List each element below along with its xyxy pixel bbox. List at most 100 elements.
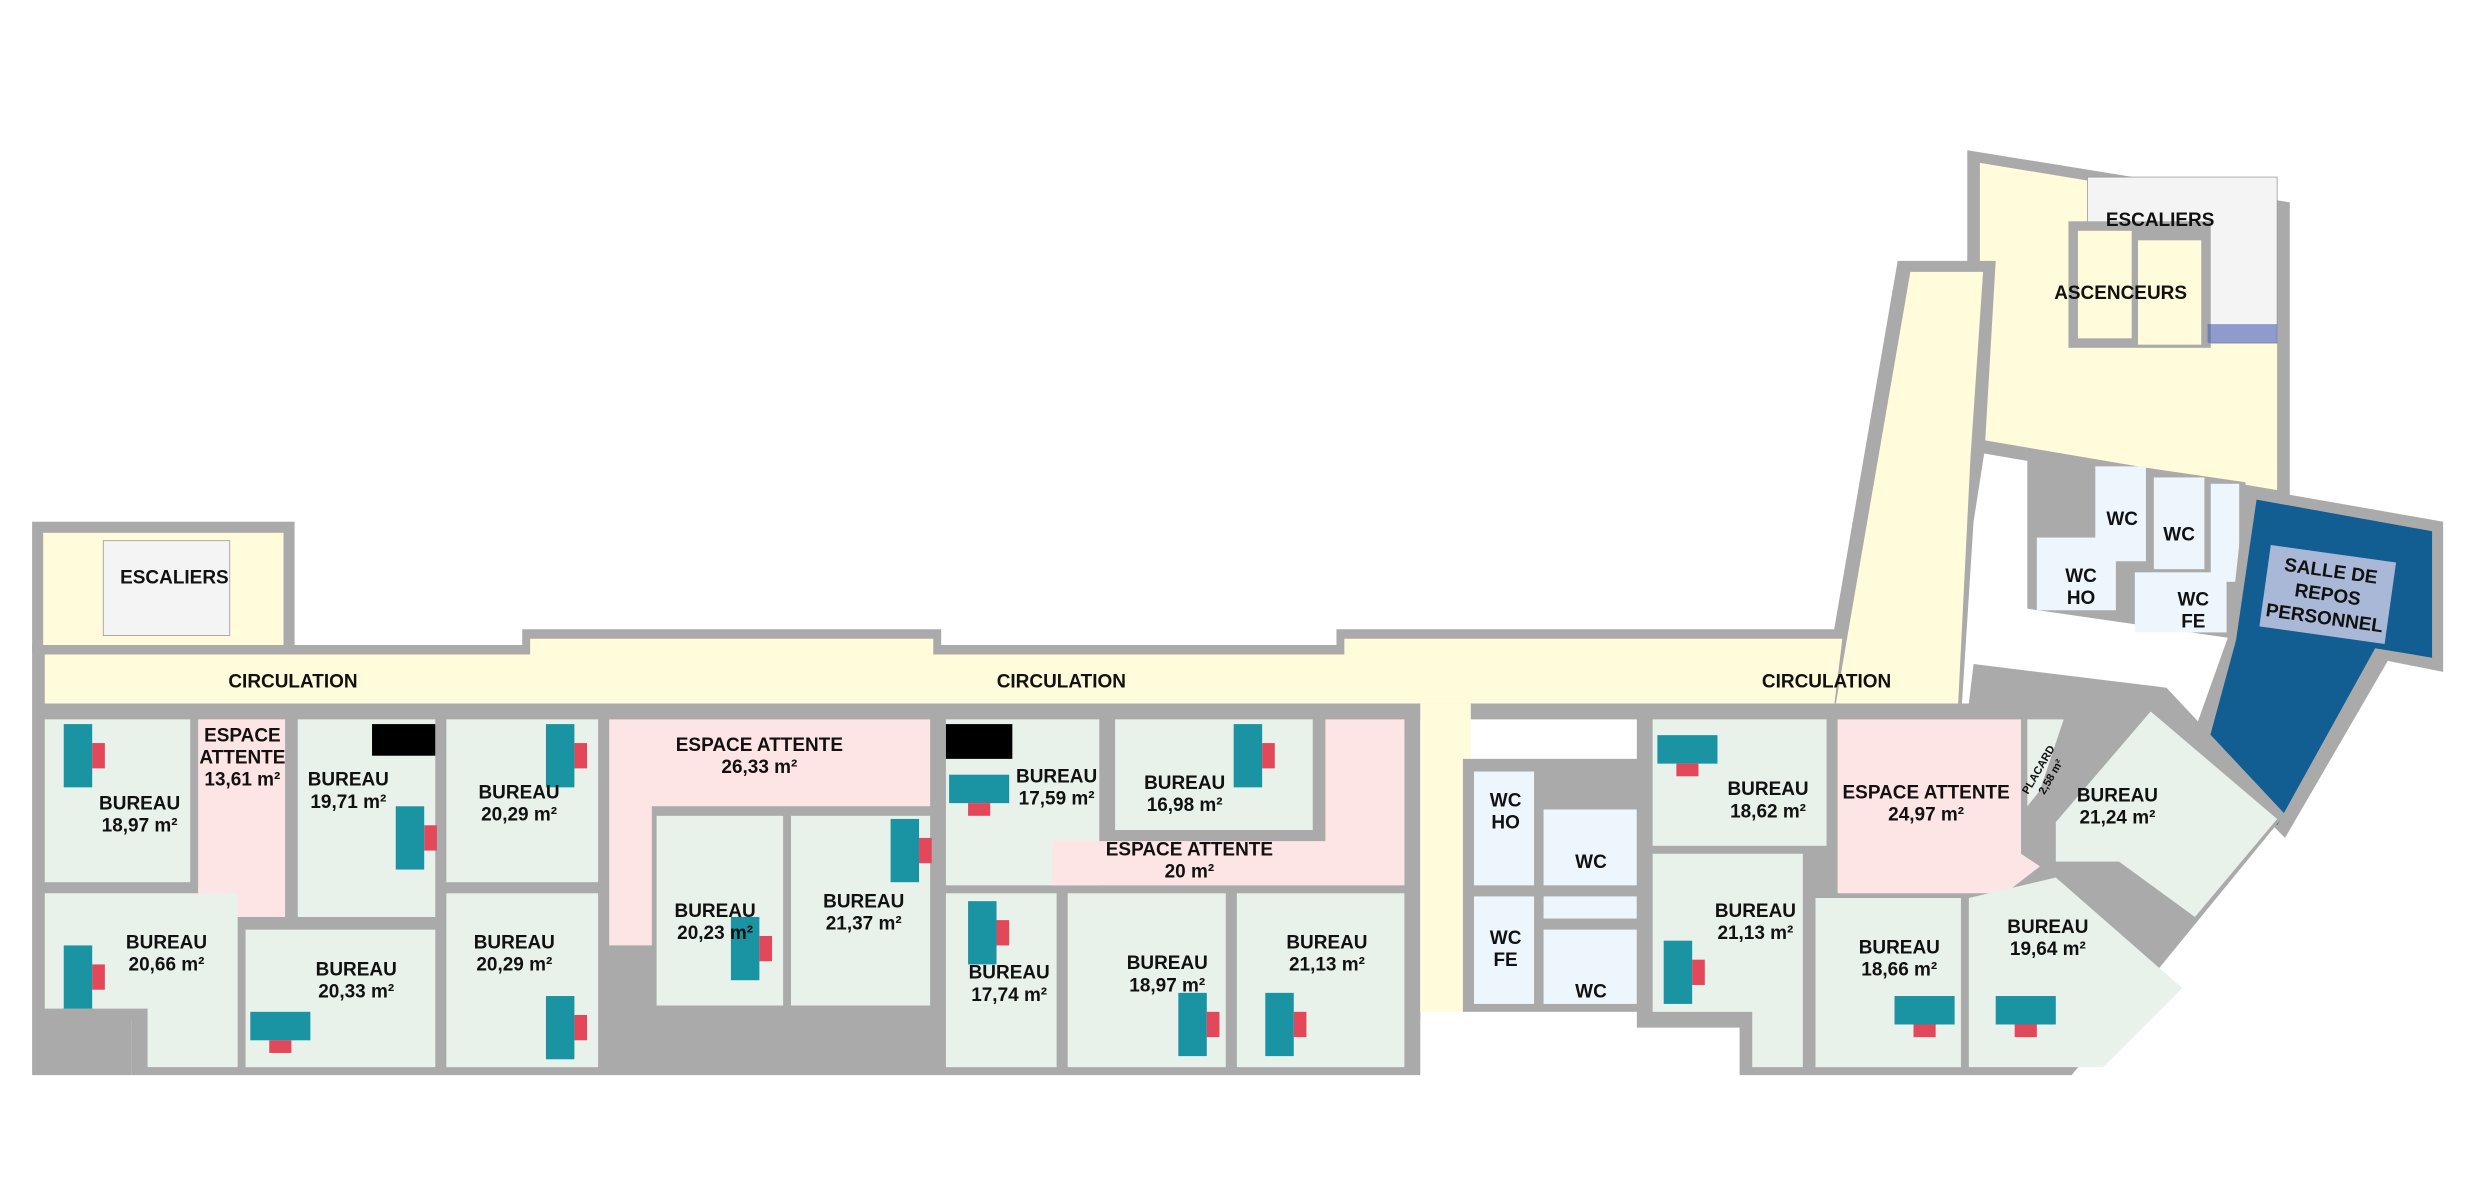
stairs-left: ESCALIERS: [32, 521, 295, 655]
room-name: BUREAU: [823, 891, 904, 912]
room-name: BUREAU: [99, 793, 180, 814]
core-stairs-label: ESCALIERS: [2106, 210, 2215, 231]
wc-fe-label: WC: [2178, 590, 2210, 611]
core-elevators-label: ASCENCEURS: [2054, 283, 2187, 304]
desk-icon: [63, 945, 105, 1009]
stairs-left-label: ESCALIERS: [120, 567, 229, 588]
desk-icon: [545, 724, 588, 788]
room-area: 18,66 m²: [1861, 959, 1937, 980]
room-name: WC: [1490, 928, 1522, 949]
room-bureau: [446, 893, 599, 1068]
chair-icon: [759, 935, 773, 962]
right-wing: [1636, 664, 2286, 1076]
chair-icon: [996, 920, 1010, 946]
desk-icon: [1265, 992, 1307, 1057]
room-area: 26,33 m²: [721, 757, 797, 778]
room-area: 20,29 m²: [476, 955, 552, 976]
room-name: BUREAU: [478, 782, 559, 803]
chair-icon: [919, 837, 932, 864]
desk-icon: [949, 774, 1010, 816]
shaft: [945, 724, 1013, 759]
room-name-2: FE: [1493, 950, 1517, 971]
room-area: 21,13 m²: [1717, 923, 1793, 944]
room-name: BUREAU: [675, 901, 756, 922]
chair-icon: [1692, 959, 1705, 985]
room-area: 16,98 m²: [1147, 795, 1223, 816]
wc-ho-label-2: HO: [2067, 588, 2095, 609]
room-name: BUREAU: [1286, 933, 1367, 954]
room-area: 17,74 m²: [971, 985, 1047, 1006]
circulation-label: CIRCULATION: [228, 672, 357, 693]
room-name: WC: [1490, 790, 1522, 811]
room-waiting: [609, 719, 931, 946]
chair-icon: [92, 964, 105, 990]
chair-icon: [574, 743, 588, 769]
desk-icon: [1894, 996, 1955, 1038]
room-name: BUREAU: [969, 963, 1050, 984]
room-area: 24,97 m²: [1888, 805, 1964, 826]
room-name: BUREAU: [1859, 937, 1940, 958]
chair-icon: [1262, 743, 1275, 769]
placard: [2027, 719, 2064, 807]
room-name-2: HO: [1491, 812, 1519, 833]
room-name: ESPACE ATTENTE: [676, 735, 843, 756]
room-area: 13,61 m²: [204, 770, 280, 791]
wc-fe-label-2: FE: [2181, 612, 2205, 633]
chair-icon: [424, 825, 437, 851]
chair-icon: [1206, 1011, 1220, 1038]
room-name: BUREAU: [2077, 786, 2158, 807]
room-area: 21,13 m²: [1289, 955, 1365, 976]
room-name: BUREAU: [1144, 773, 1225, 794]
room-area: 20,66 m²: [129, 955, 205, 976]
room-name: BUREAU: [308, 770, 389, 791]
room-area: 20,29 m²: [481, 805, 557, 826]
room-label: WC: [1575, 852, 1607, 873]
room-area: 20,33 m²: [318, 982, 394, 1003]
room-area: 19,64 m²: [2010, 939, 2086, 960]
desk-icon: [1233, 724, 1275, 788]
chair-icon: [2014, 1024, 2037, 1038]
room-bureau: [656, 815, 784, 1006]
room-area: 21,24 m²: [2079, 808, 2155, 829]
room-area: 18,62 m²: [1730, 801, 1806, 822]
room-name: BUREAU: [316, 959, 397, 980]
room-waiting: [1051, 719, 1405, 886]
room-name: ESPACE: [204, 725, 281, 746]
room-bureau: [44, 893, 238, 1068]
desk-icon: [1663, 940, 1705, 1004]
room-area: 20,23 m²: [677, 923, 753, 944]
room-name: ESPACE ATTENTE: [1843, 782, 2010, 803]
circulation-diagonal: [1834, 271, 1984, 712]
room-name: BUREAU: [1715, 901, 1796, 922]
room-name: BUREAU: [2007, 917, 2088, 938]
desk-icon: [1178, 992, 1220, 1057]
room-name: WC: [1575, 982, 1607, 1003]
chair-icon: [1293, 1011, 1307, 1038]
wc-label: WC: [2106, 509, 2138, 530]
desk-icon: [63, 724, 105, 788]
room-area: 19,71 m²: [310, 792, 386, 813]
desk-icon: [1657, 735, 1718, 777]
staff-room: SALLE DE REPOS PERSONNEL: [2190, 486, 2444, 838]
room-bureau: [1236, 893, 1405, 1068]
chair-icon: [1676, 763, 1699, 777]
room-area: 18,97 m²: [102, 816, 178, 837]
wc-label: WC: [2163, 525, 2195, 546]
room-bureau: [1115, 719, 1313, 831]
